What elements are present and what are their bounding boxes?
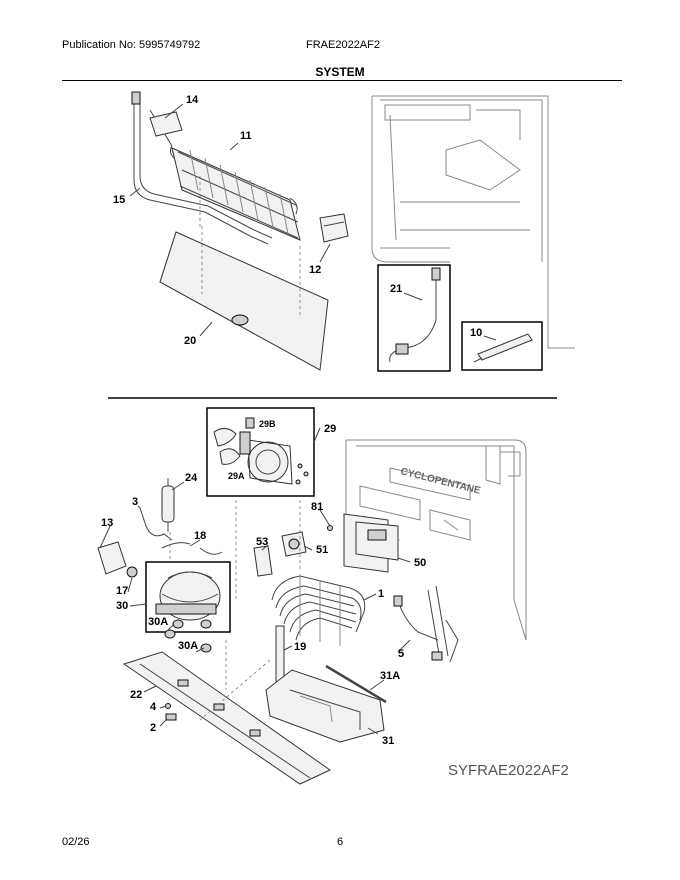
callout-18: 18 (194, 530, 206, 542)
defrost-thermostat (149, 111, 183, 137)
clip-part-2 (165, 713, 177, 721)
discharge-tube (199, 547, 223, 555)
fan-bracket (253, 545, 273, 577)
callout-31a: 31A (380, 670, 400, 682)
compressor-grommets (164, 619, 212, 653)
overload-relay (97, 541, 138, 578)
screw-part-4 (165, 703, 171, 709)
fan-motor (281, 531, 307, 557)
cyclopentane-label: CYCLOPENTANE (399, 466, 482, 497)
freezer-cabinet-outline (371, 95, 575, 349)
callout-12: 12 (309, 264, 321, 276)
callout-4: 4 (150, 701, 157, 713)
callout-19: 19 (294, 641, 306, 653)
section-title: SYSTEM (315, 65, 365, 79)
publication-number: Publication No: 5995749792 (62, 39, 201, 51)
callout-5: 5 (398, 648, 404, 660)
compressor-base-plate (122, 651, 331, 785)
compressor (155, 571, 221, 621)
callout-13: 13 (101, 517, 113, 529)
callout-24: 24 (185, 472, 198, 484)
inset-box-21 (377, 264, 451, 372)
heater-probe (473, 333, 533, 363)
process-tube (139, 507, 173, 541)
condenser-drain-pan (265, 669, 385, 743)
callout-20: 20 (184, 335, 196, 347)
control-board (343, 513, 399, 573)
callout-31: 31 (382, 735, 394, 747)
suction-tube (161, 542, 191, 549)
callout-53: 53 (256, 536, 268, 548)
callout-2: 2 (150, 722, 156, 734)
model-number: FRAE2022AF2 (306, 39, 380, 51)
callout-29b: 29B (259, 419, 276, 429)
mounting-screw (327, 525, 333, 531)
filter-drier (161, 478, 175, 532)
sensor-harness (389, 267, 441, 363)
page-number: 6 (337, 836, 344, 848)
callout-14: 14 (186, 94, 199, 106)
callout-15: 15 (113, 194, 125, 206)
callout-17: 17 (116, 585, 128, 597)
callout-30a-1: 30A (148, 616, 168, 628)
header-rule (62, 80, 622, 81)
cabinet-back-outline (345, 439, 527, 641)
diagram-code: SYFRAE2022AF2 (448, 762, 569, 779)
callout-1: 1 (378, 588, 384, 600)
callout-29: 29 (324, 423, 336, 435)
callout-3: 3 (132, 496, 138, 508)
callout-11: 11 (240, 130, 252, 142)
wire-harness (393, 585, 459, 663)
callout-21: 21 (390, 283, 402, 295)
callout-22: 22 (130, 689, 142, 701)
callout-51: 51 (316, 544, 328, 556)
callout-29a: 29A (228, 471, 245, 481)
callout-81: 81 (311, 501, 323, 513)
callout-30a-2: 30A (178, 640, 198, 652)
evaporator-coil (169, 145, 301, 241)
condenser-fan-assembly (213, 417, 309, 485)
drain-hose (325, 664, 387, 704)
condenser-coil (271, 574, 366, 646)
defrost-limiter (319, 213, 349, 243)
evaporator-drain-pan (159, 231, 329, 371)
callout-50: 50 (414, 557, 426, 569)
footer-date: 02/26 (62, 836, 90, 848)
callout-30: 30 (116, 600, 128, 612)
callout-10: 10 (470, 327, 482, 339)
